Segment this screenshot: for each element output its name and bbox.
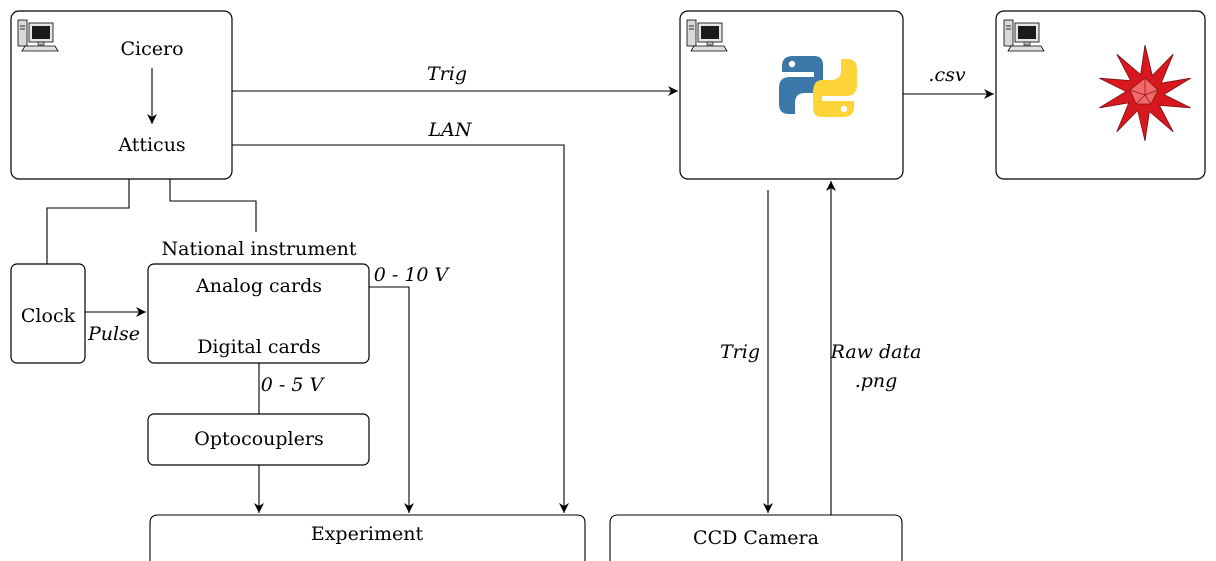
experiment-box — [149, 514, 586, 561]
trig-label: Trig — [427, 63, 467, 85]
computer-icon — [1003, 19, 1045, 52]
computer-icon — [686, 19, 728, 52]
atticus-label: Atticus — [117, 134, 185, 156]
clock-box — [10, 263, 86, 364]
digital-cards-label: Digital cards — [197, 336, 321, 358]
ccd-camera-label: CCD Camera — [693, 527, 819, 549]
mathematica-computer-box — [995, 10, 1206, 180]
camera-trig-label: Trig — [720, 341, 760, 363]
png-label: .png — [855, 370, 898, 392]
lan-arrow — [232, 144, 569, 513]
csv-label: .csv — [928, 64, 965, 86]
lan-label: LAN — [428, 119, 473, 141]
experiment-label: Experiment — [311, 523, 424, 545]
atticus-to-ni-line — [169, 179, 257, 232]
atticus-to-clock-line — [46, 179, 130, 264]
national-instrument-label: National instrument — [162, 238, 357, 260]
analog-cards-label: Analog cards — [195, 275, 322, 297]
python-logo-icon — [779, 56, 857, 117]
voltage-range-10v-label: 0 - 10 V — [374, 264, 451, 286]
control-computer-box — [10, 10, 233, 180]
analog-output-arrow — [369, 286, 414, 513]
raw-data-label: Raw data — [830, 341, 922, 363]
computer-icon — [17, 19, 59, 52]
cicero-label: Cicero — [120, 38, 183, 60]
voltage-range-5v-label: 0 - 5 V — [261, 374, 326, 396]
pulse-label: Pulse — [87, 323, 140, 345]
clock-label: Clock — [21, 305, 76, 327]
optocouplers-label: Optocouplers — [194, 428, 323, 450]
ccd-camera-box — [609, 514, 903, 561]
mathematica-logo-icon — [1099, 44, 1191, 142]
